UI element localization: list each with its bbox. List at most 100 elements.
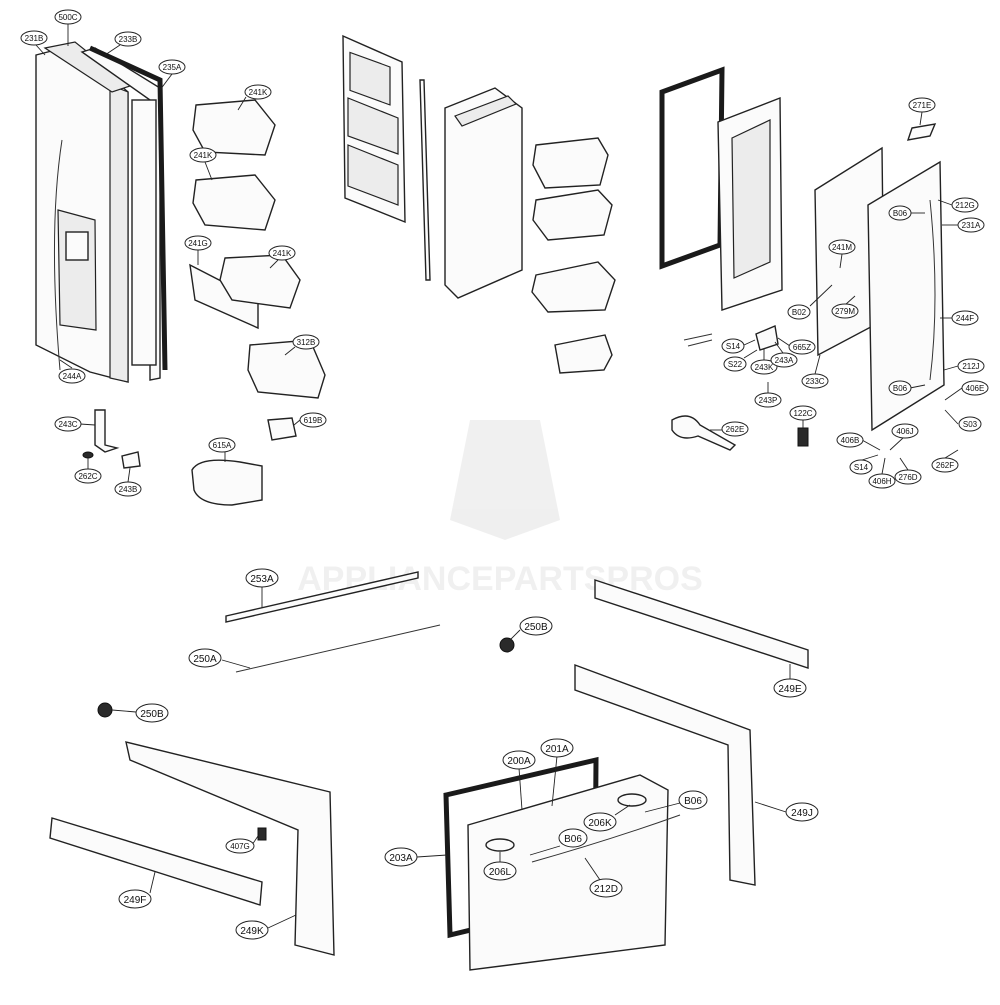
label-279M[interactable]: 279M <box>831 295 859 319</box>
center-bin-3 <box>531 261 616 313</box>
label-407G[interactable]: 407G <box>225 835 259 854</box>
label-312B[interactable]: 312B <box>284 334 320 356</box>
label-243C[interactable]: 243C <box>54 416 96 432</box>
label-244A[interactable]: 244A <box>58 359 86 384</box>
label-665Z[interactable]: 665Z <box>777 337 816 355</box>
label-406H[interactable]: 406H <box>868 457 896 489</box>
svg-text:406J: 406J <box>896 427 913 436</box>
label-S22[interactable]: S22 <box>723 349 758 372</box>
drawer-handle-212D <box>531 814 681 863</box>
water-valve <box>267 417 297 441</box>
label-233C[interactable]: 233C <box>801 354 829 389</box>
label-S14-b[interactable]: S14 <box>849 454 879 475</box>
right-door-gasket <box>659 66 725 270</box>
label-206K[interactable]: 206K <box>583 804 631 832</box>
label-253A[interactable]: 253A <box>245 568 279 608</box>
svg-text:206K: 206K <box>588 818 612 829</box>
svg-text:231B: 231B <box>25 34 44 43</box>
center-small-bin <box>554 334 613 374</box>
door-bin-middle <box>192 174 276 231</box>
sensor-122C <box>797 427 809 447</box>
label-241K-3[interactable]: 241K <box>268 245 296 269</box>
label-249E[interactable]: 249E <box>773 664 807 698</box>
label-241K-1[interactable]: 241K <box>237 84 272 111</box>
label-243A[interactable]: 243A <box>770 341 798 368</box>
label-249J[interactable]: 249J <box>754 801 819 822</box>
svg-text:200A: 200A <box>507 756 531 767</box>
wrench-tool <box>671 415 737 451</box>
label-231A[interactable]: 231A <box>942 217 985 233</box>
label-249K[interactable]: 249K <box>235 914 297 940</box>
right-door-panel-b <box>867 160 945 432</box>
label-406E[interactable]: 406E <box>944 380 989 401</box>
center-door-inner <box>444 87 523 299</box>
label-262F[interactable]: 262F <box>931 449 959 473</box>
label-615A[interactable]: 615A <box>208 437 236 462</box>
svg-text:250B: 250B <box>140 709 164 720</box>
label-262C[interactable]: 262C <box>74 458 102 484</box>
center-door-strip <box>419 79 431 281</box>
label-406J[interactable]: 406J <box>889 423 919 451</box>
door-bin-dairy <box>247 339 326 399</box>
label-206L[interactable]: 206L <box>483 852 517 881</box>
center-door-top-rim <box>454 95 518 127</box>
svg-text:B06: B06 <box>684 796 702 807</box>
watermark: APPLIANCEPARTSPROS <box>297 420 703 598</box>
label-B02[interactable]: B02 <box>787 284 833 320</box>
svg-text:262F: 262F <box>936 461 954 470</box>
door-pins <box>683 333 713 347</box>
label-122C[interactable]: 122C <box>789 405 817 428</box>
svg-text:406E: 406E <box>966 384 985 393</box>
svg-text:249E: 249E <box>778 684 802 695</box>
svg-text:244F: 244F <box>956 314 974 323</box>
label-276D[interactable]: 276D <box>894 457 922 485</box>
label-B06-d[interactable]: B06 <box>529 828 588 856</box>
svg-text:271E: 271E <box>913 101 932 110</box>
drawer-front-panel <box>467 774 669 971</box>
label-243P[interactable]: 243P <box>754 382 782 408</box>
label-249F[interactable]: 249F <box>118 871 156 909</box>
label-241M[interactable]: 241M <box>828 239 856 269</box>
label-243K[interactable]: 243K <box>750 349 778 375</box>
slide-249F <box>49 817 263 906</box>
label-244F[interactable]: 244F <box>940 310 979 326</box>
label-212D[interactable]: 212D <box>584 857 623 898</box>
svg-text:212J: 212J <box>962 362 979 371</box>
label-250B-left[interactable]: 250B <box>111 703 169 723</box>
label-619B[interactable]: 619B <box>293 412 327 428</box>
svg-text:276D: 276D <box>898 473 917 482</box>
label-500C[interactable]: 500C <box>54 9 82 46</box>
hinge-cover <box>906 123 937 141</box>
svg-text:249K: 249K <box>240 926 264 937</box>
label-201A[interactable]: 201A <box>540 738 574 807</box>
label-406B[interactable]: 406B <box>836 432 881 451</box>
label-271E[interactable]: 271E <box>908 97 936 126</box>
label-250A[interactable]: 250A <box>188 648 251 669</box>
label-250B-right[interactable]: 250B <box>509 616 553 641</box>
label-212G[interactable]: 212G <box>937 197 979 213</box>
label-231B[interactable]: 231B <box>20 30 48 56</box>
center-door-window-2 <box>347 97 399 155</box>
handle-cap-206K <box>617 793 647 807</box>
label-243B[interactable]: 243B <box>114 467 142 497</box>
svg-text:619B: 619B <box>304 416 323 425</box>
label-B06-a[interactable]: B06 <box>888 205 925 221</box>
label-S03[interactable]: S03 <box>944 409 982 432</box>
svg-text:212G: 212G <box>955 201 975 210</box>
label-B06-c[interactable]: B06 <box>644 790 708 813</box>
label-262E[interactable]: 262E <box>710 421 749 437</box>
label-233B[interactable]: 233B <box>104 31 142 56</box>
left-door-assembly <box>35 41 168 383</box>
label-200A[interactable]: 200A <box>502 750 536 811</box>
label-203A[interactable]: 203A <box>384 847 448 867</box>
label-241K-2[interactable]: 241K <box>189 147 217 181</box>
door-hinge-part <box>755 325 779 351</box>
label-235A[interactable]: 235A <box>158 59 186 91</box>
svg-text:243C: 243C <box>58 420 77 429</box>
label-241G[interactable]: 241G <box>184 235 212 265</box>
label-B06-b[interactable]: B06 <box>888 380 926 396</box>
label-S14-a[interactable]: S14 <box>721 338 756 354</box>
clip-407G <box>257 827 267 841</box>
label-212J[interactable]: 212J <box>943 358 985 374</box>
